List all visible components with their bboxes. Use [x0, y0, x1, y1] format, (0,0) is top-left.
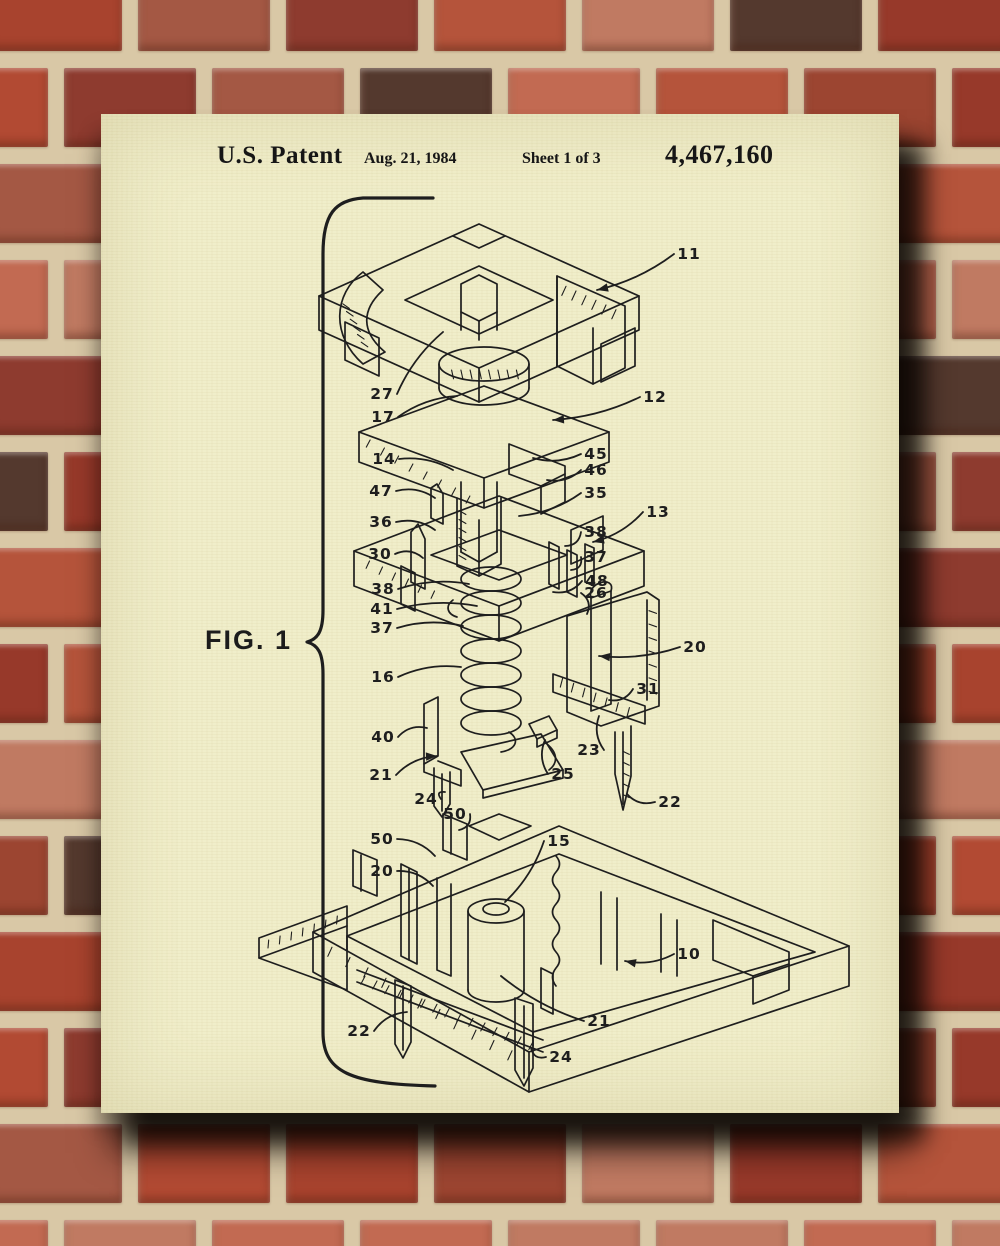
brick — [952, 836, 1000, 915]
part-label-38: 38 — [584, 523, 608, 541]
patent-poster: U.S. Patent Aug. 21, 1984 Sheet 1 of 3 4… — [101, 114, 899, 1113]
brick — [0, 836, 48, 915]
part-label-24: 24 — [414, 790, 438, 808]
brick — [0, 1220, 48, 1246]
part-label-41: 41 — [370, 600, 394, 618]
part-label-12: 12 — [643, 388, 667, 406]
part-label-30: 30 — [368, 545, 392, 563]
part-label-38: 38 — [371, 580, 395, 598]
brick — [730, 0, 862, 51]
part-label-17: 17 — [371, 408, 395, 426]
part-label-11: 11 — [677, 245, 701, 263]
part-label-22: 22 — [347, 1022, 371, 1040]
patent-number: 4,467,160 — [665, 140, 774, 169]
brick — [286, 0, 418, 51]
brick — [952, 260, 1000, 339]
brick — [212, 1220, 344, 1246]
part-label-37: 37 — [370, 619, 394, 637]
part-label-26: 26 — [584, 584, 608, 602]
patent-title: U.S. Patent — [217, 142, 343, 169]
part-label-48: 48 — [585, 572, 609, 590]
brick — [434, 0, 566, 51]
part-label-37: 37 — [584, 548, 608, 566]
brick — [434, 1124, 566, 1203]
brick — [138, 0, 270, 51]
figure-label: FIG. 1 — [205, 625, 293, 655]
brick — [508, 1220, 640, 1246]
brick — [878, 1124, 1000, 1203]
part-label-27: 27 — [370, 385, 394, 403]
brick — [730, 1124, 862, 1203]
brick — [0, 1124, 122, 1203]
brick — [804, 1220, 936, 1246]
part-label-45: 45 — [584, 445, 608, 463]
brick — [0, 68, 48, 147]
brick — [656, 1220, 788, 1246]
part-label-50: 50 — [370, 830, 394, 848]
brick — [952, 1028, 1000, 1107]
brick — [952, 644, 1000, 723]
part-label-50: 50 — [443, 805, 467, 823]
part-label-15: 15 — [547, 832, 571, 850]
sheet-number: Sheet 1 of 3 — [522, 150, 601, 167]
part-label-46: 46 — [584, 461, 608, 479]
part-label-40: 40 — [371, 728, 395, 746]
brick — [878, 0, 1000, 51]
part-label-35: 35 — [584, 484, 608, 502]
part-label-21: 21 — [369, 766, 393, 784]
part-label-47: 47 — [369, 482, 393, 500]
part-label-20: 20 — [683, 638, 707, 656]
part-label-14: 14 — [372, 450, 396, 468]
brick — [360, 1220, 492, 1246]
part-label-21: 21 — [587, 1012, 611, 1030]
brick — [582, 0, 714, 51]
brick — [952, 452, 1000, 531]
part-label-10: 10 — [677, 945, 701, 963]
brick — [0, 260, 48, 339]
part-label-25: 25 — [551, 765, 575, 783]
brick — [64, 1220, 196, 1246]
part-label-20: 20 — [370, 862, 394, 880]
brick — [0, 1028, 48, 1107]
brick — [0, 0, 122, 51]
part-label-16: 16 — [371, 668, 395, 686]
patent-date: Aug. 21, 1984 — [364, 150, 457, 167]
part-label-22: 22 — [658, 793, 682, 811]
part-label-23: 23 — [577, 741, 601, 759]
brick — [286, 1124, 418, 1203]
part-label-36: 36 — [369, 513, 393, 531]
brick — [952, 1220, 1000, 1246]
part-label-31: 31 — [636, 680, 660, 698]
part-label-13: 13 — [646, 503, 670, 521]
part-label-24: 24 — [549, 1048, 573, 1066]
brick — [582, 1124, 714, 1203]
brick — [0, 452, 48, 531]
brick — [0, 644, 48, 723]
brick — [138, 1124, 270, 1203]
brick — [952, 68, 1000, 147]
